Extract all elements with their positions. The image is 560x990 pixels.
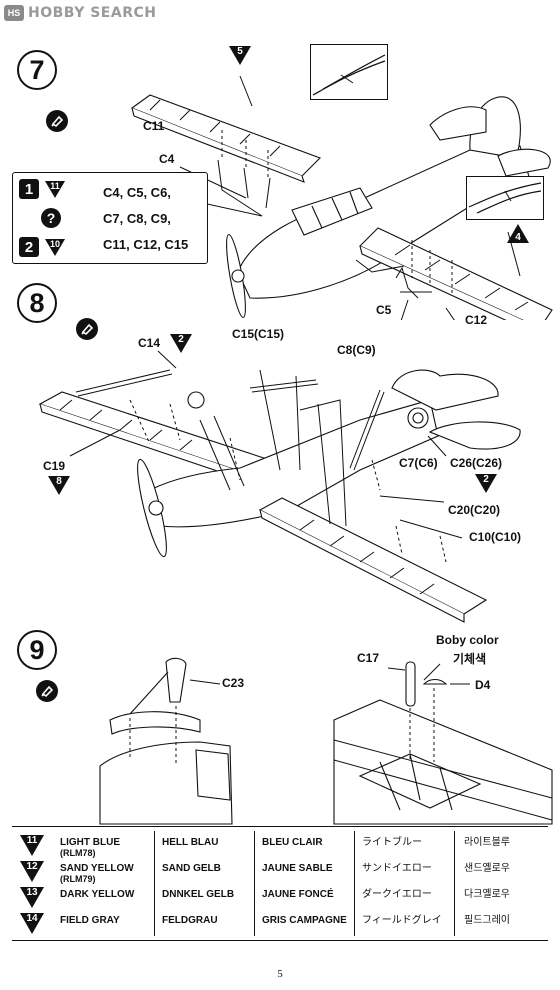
callout-c26: C26(C26) xyxy=(450,456,503,470)
callout-c14: C14 xyxy=(138,336,161,350)
callout-c5: C5 xyxy=(376,303,392,317)
color-name-de: FELDGRAU xyxy=(162,915,218,926)
step-7-inset-top xyxy=(310,44,388,100)
color-name-kr: 샌드옐로우 xyxy=(464,863,510,874)
watermark-text: HOBBY SEARCH xyxy=(28,5,157,21)
color-name-kr: 필드그레이 xyxy=(464,915,510,926)
color-name-de: HELL BLAU xyxy=(162,837,219,848)
color-name-jp: ダークイエロー xyxy=(362,889,432,900)
step-7-triangle-4: 4 xyxy=(507,224,529,243)
callout-c10: C10(C10) xyxy=(469,530,522,544)
callout-c12: C12 xyxy=(465,313,488,327)
color-name-de: SAND GELB xyxy=(162,863,221,874)
color-number-badge: 12 xyxy=(20,861,44,882)
color-reference-table: 11 LIGHT BLUE(RLM78) HELL BLAU BLEU CLAI… xyxy=(12,826,548,941)
color-row: 12 SAND YELLOW(RLM79) SAND GELB JAUNE SA… xyxy=(12,861,548,887)
color-row: 13 DARK YELLOW DNNKEL GELB JAUNE FONCÉ ダ… xyxy=(12,887,548,913)
callout-c11: C11 xyxy=(143,119,165,133)
color-name-fr: JAUNE SABLE xyxy=(262,863,333,874)
callout-c7: C7(C6) xyxy=(399,456,438,470)
color-row: 11 LIGHT BLUE(RLM78) HELL BLAU BLEU CLAI… xyxy=(12,835,548,861)
color-number-badge: 11 xyxy=(20,835,44,856)
callout-c8: C8(C9) xyxy=(337,343,376,357)
color-name-en: DARK YELLOW xyxy=(60,889,135,900)
step-7-triangle-5: 5 xyxy=(229,46,251,65)
step-7-aircraft-illustration xyxy=(130,75,553,320)
step-9-number: 9 xyxy=(17,630,57,670)
step-badge-1: 1 xyxy=(19,179,39,199)
step-7-number: 7 xyxy=(17,50,57,90)
glue-icon xyxy=(76,318,98,340)
question-icon: ? xyxy=(41,208,61,228)
color-row: 14 FIELD GRAY FELDGRAU GRIS CAMPAGNE フィー… xyxy=(12,913,548,939)
color-number-badge: 13 xyxy=(20,887,44,908)
color-name-en: FIELD GRAY xyxy=(60,915,120,926)
color-triangle-11: 11 xyxy=(45,180,65,198)
callout-c15: C15(C15) xyxy=(232,327,285,341)
step-8-triangle-c19: 8 xyxy=(48,476,70,495)
step-8-number: 8 xyxy=(17,283,57,323)
color-triangle-10: 10 xyxy=(45,238,65,256)
color-name-fr: JAUNE FONCÉ xyxy=(262,889,334,900)
color-name-fr: GRIS CAMPAGNE xyxy=(262,915,347,926)
color-name-en: SAND YELLOW(RLM79) xyxy=(60,863,134,884)
parts-line-2: C7, C8, C9, xyxy=(103,211,171,226)
watermark: HS HOBBY SEARCH xyxy=(4,3,156,23)
callout-c4: C4 xyxy=(159,152,175,166)
watermark-logo-icon: HS xyxy=(4,5,24,21)
parts-line-3: C11, C12, C15 xyxy=(103,237,189,252)
parts-line-1: C4, C5, C6, xyxy=(103,185,171,200)
color-name-en: LIGHT BLUE(RLM78) xyxy=(60,837,120,858)
callout-c17: C17 xyxy=(357,651,380,665)
step-8-aircraft-illustration xyxy=(38,350,521,623)
color-number-badge: 14 xyxy=(20,913,44,934)
color-name-de: DNNKEL GELB xyxy=(162,889,235,900)
step-9-illustrations xyxy=(99,657,553,825)
glue-icon xyxy=(46,110,68,132)
body-color-label: Boby color xyxy=(436,633,499,647)
glue-icon xyxy=(36,680,58,702)
paint-callout-box: 1 11 ? 2 10 C4, C5, C6, C7, C8, C9, C11,… xyxy=(12,172,208,264)
step-8-triangle-c14: 2 xyxy=(170,334,192,353)
body-color-label-korean: 기체색 xyxy=(453,652,487,666)
page-number: 5 xyxy=(277,968,283,980)
color-name-fr: BLEU CLAIR xyxy=(262,837,323,848)
color-name-kr: 라이트블루 xyxy=(464,837,510,848)
callout-d4: D4 xyxy=(475,678,491,692)
color-name-jp: フィールドグレイ xyxy=(362,915,442,926)
step-badge-2: 2 xyxy=(19,237,39,257)
callout-c20: C20(C20) xyxy=(448,503,501,517)
color-name-jp: ライトブルー xyxy=(362,837,422,848)
callout-c23: C23 xyxy=(222,676,245,690)
color-name-kr: 다크옐로우 xyxy=(464,889,510,900)
color-name-jp: サンドイエロー xyxy=(362,863,432,874)
callout-c19: C19 xyxy=(43,459,66,473)
step-8-triangle-c26: 2 xyxy=(475,474,497,493)
step-7-inset-right xyxy=(466,176,544,220)
